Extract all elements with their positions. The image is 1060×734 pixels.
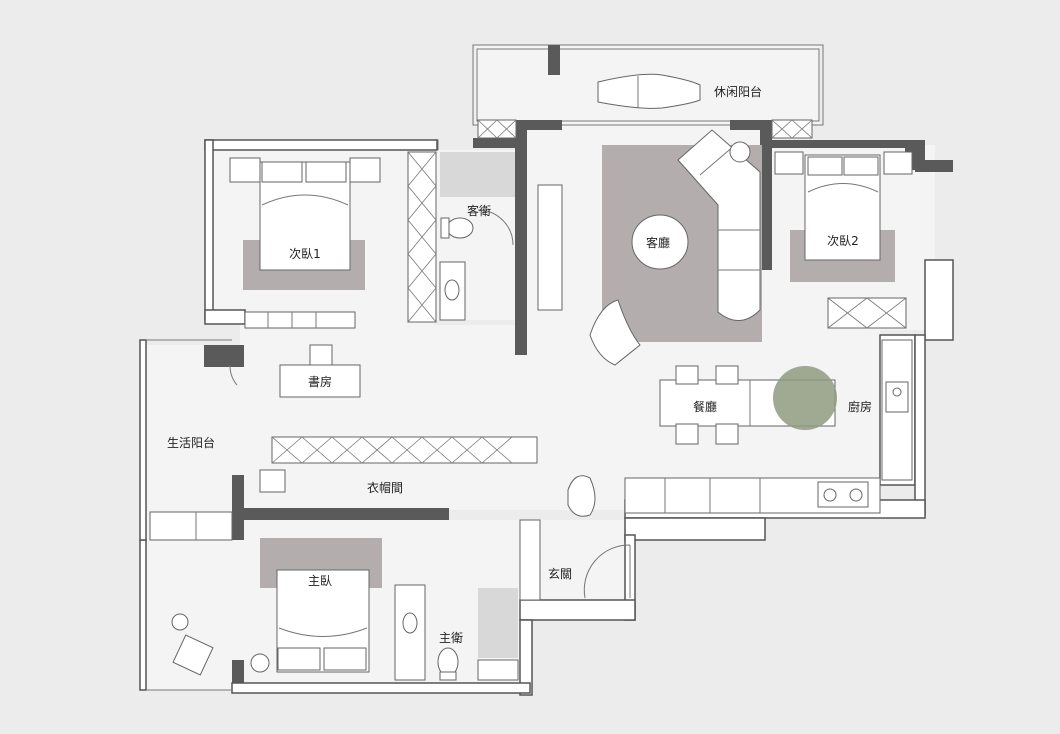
label-bedroom-1: 次臥1 — [289, 247, 321, 261]
cloakroom-furniture — [259, 436, 596, 517]
walls — [204, 45, 953, 690]
lounge-chair — [597, 73, 701, 109]
bedroom-1-furniture — [229, 151, 437, 329]
kitchen-fixtures — [624, 339, 913, 514]
doors — [229, 364, 631, 599]
label-master-bedroom: 主臥 — [308, 574, 332, 588]
guest-bath-fixtures — [439, 152, 515, 321]
label-bedroom-2: 次臥2 — [827, 234, 859, 248]
study-furniture — [279, 344, 361, 398]
label-living-room: 客廳 — [646, 235, 670, 250]
bedroom-2-furniture — [774, 151, 913, 329]
label-kitchen: 廚房 — [848, 399, 872, 414]
balcony-cabinets — [477, 119, 813, 139]
label-leisure-balcony: 休闲阳台 — [714, 84, 762, 99]
master-bedroom-furniture — [171, 538, 382, 676]
dining-furniture — [659, 365, 837, 445]
living-room-furniture — [537, 129, 762, 366]
label-utility-balcony: 生活阳台 — [167, 435, 215, 450]
label-master-bath: 主衛 — [439, 631, 463, 645]
label-dining: 餐廳 — [693, 399, 717, 414]
label-study: 書房 — [308, 374, 332, 389]
label-guest-bath: 客衛 — [467, 203, 491, 218]
plant-icon — [773, 366, 837, 430]
label-cloakroom: 衣帽間 — [367, 480, 403, 495]
leisure-balcony-railing — [472, 44, 824, 126]
utility-balcony-fixtures — [149, 511, 233, 541]
room-labels: 休闲阳台 客衛 次臥1 客廳 次臥2 書房 餐廳 廚房 生活阳台 衣帽間 玄關 … — [167, 84, 872, 645]
master-bath-fixtures — [394, 519, 541, 681]
label-entrance: 玄關 — [548, 566, 572, 581]
